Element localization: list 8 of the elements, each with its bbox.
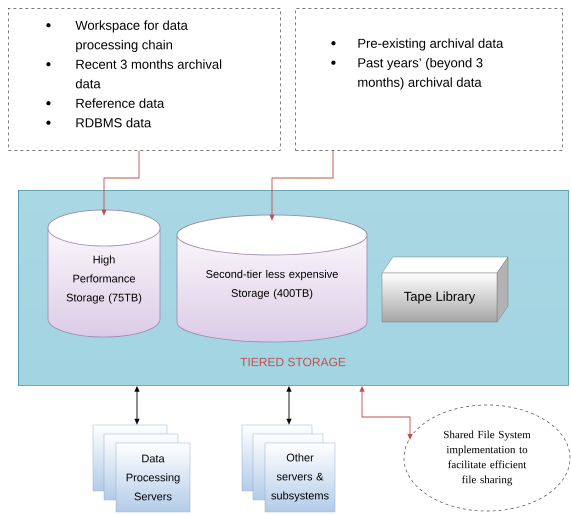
cuboid-box: Tape Library xyxy=(382,256,508,322)
database-cylinder: High Performance Storage (75TB) xyxy=(48,210,160,338)
dashed-text-box: Pre-existing archival data Past years’ (beyond 3 months) archival data xyxy=(295,8,563,151)
database-cylinder: Second-tier less expensive Storage (400TB) xyxy=(176,214,368,342)
server-stack: Other servers & subsystems xyxy=(242,424,336,512)
server-stack: Data Processing Servers xyxy=(92,424,190,512)
dashed-text-box: Workspace for data processing chain Recent 3 months archival data Reference data RDBMS data xyxy=(8,8,281,151)
panel-title: TIERED STORAGE xyxy=(240,358,346,366)
